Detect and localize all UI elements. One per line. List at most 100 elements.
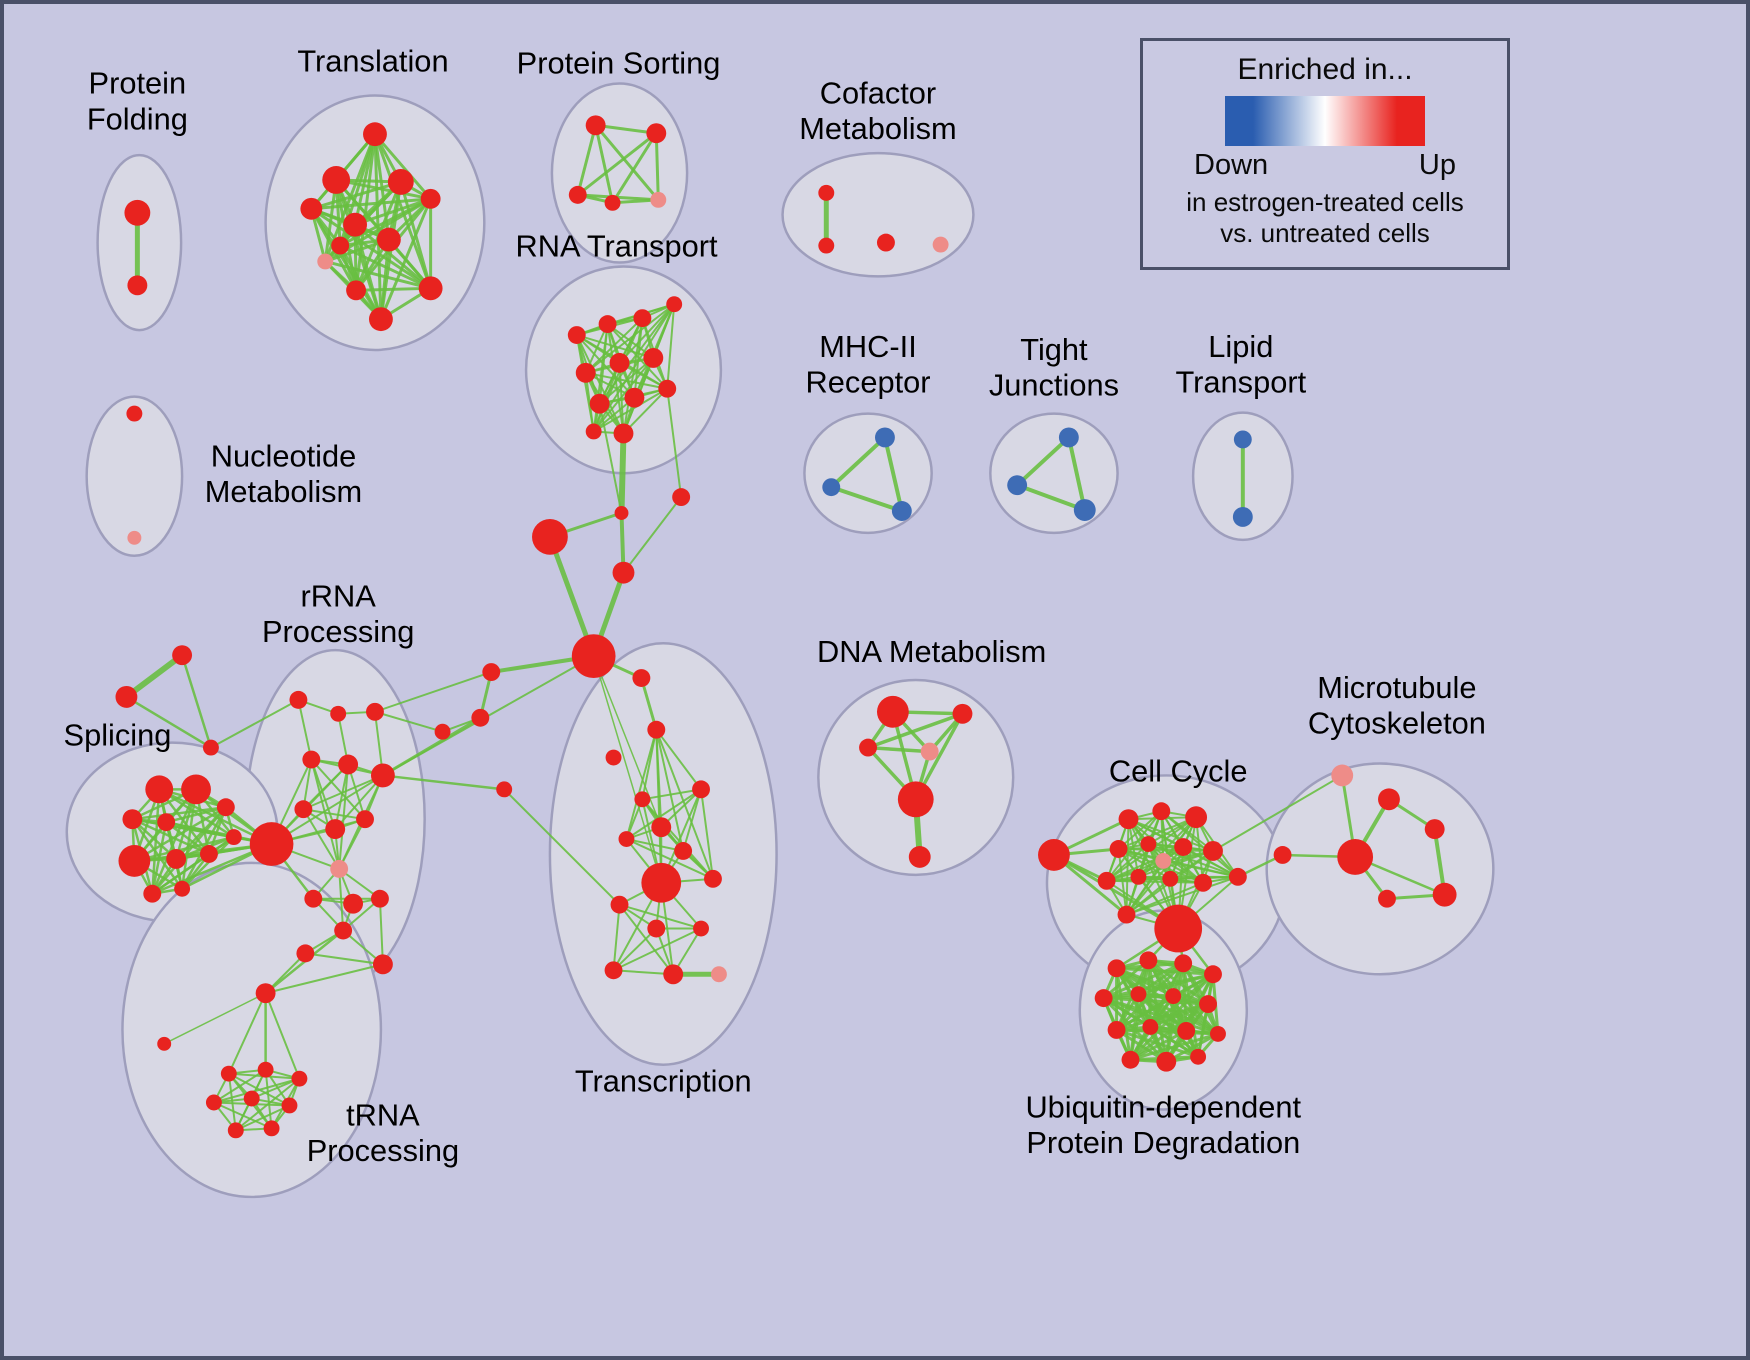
- gene-set-node-rr7[interactable]: [294, 800, 313, 819]
- gene-set-node-ub4[interactable]: [1204, 965, 1222, 984]
- gene-set-node-tp2[interactable]: [220, 1065, 237, 1082]
- gene-set-node-sl6[interactable]: [118, 845, 151, 877]
- gene-set-node-cc1[interactable]: [1038, 839, 1070, 871]
- gene-set-node-tr1[interactable]: [363, 122, 387, 147]
- gene-set-node-sl11[interactable]: [225, 829, 242, 846]
- gene-set-node-cn2[interactable]: [471, 708, 490, 727]
- gene-set-node-mc5[interactable]: [1273, 846, 1292, 864]
- gene-set-node-rr8[interactable]: [325, 819, 346, 840]
- gene-set-node-tc3[interactable]: [692, 780, 710, 799]
- gene-set-node-tj3[interactable]: [1073, 499, 1096, 521]
- gene-set-node-ub11[interactable]: [1177, 1021, 1196, 1040]
- gene-set-node-tr8[interactable]: [317, 253, 334, 270]
- gene-set-node-lt1[interactable]: [1233, 430, 1252, 449]
- gene-set-node-rr15[interactable]: [296, 944, 315, 963]
- gene-set-node-cm3[interactable]: [876, 233, 895, 252]
- gene-set-node-tc12[interactable]: [693, 920, 709, 937]
- gene-set-node-cc11[interactable]: [1130, 868, 1147, 885]
- gene-set-node-cm1[interactable]: [818, 184, 835, 201]
- gene-set-node-tc4[interactable]: [634, 791, 651, 808]
- gene-set-node-cc15[interactable]: [1154, 904, 1203, 953]
- gene-set-node-cc16[interactable]: [1117, 905, 1136, 924]
- gene-set-node-ps1[interactable]: [585, 115, 606, 136]
- gene-set-node-tr11[interactable]: [368, 307, 393, 332]
- gene-set-node-tp5[interactable]: [205, 1094, 222, 1111]
- gene-set-node-ps2[interactable]: [646, 123, 667, 144]
- gene-set-node-mc2[interactable]: [1378, 788, 1400, 811]
- gene-set-node-tc1[interactable]: [647, 720, 666, 739]
- gene-set-node-mc7[interactable]: [1432, 882, 1457, 907]
- gene-set-node-hb1[interactable]: [672, 488, 691, 507]
- gene-set-node-ub5[interactable]: [1094, 989, 1113, 1008]
- gene-set-node-sp0c[interactable]: [202, 739, 219, 756]
- gene-set-node-rt12[interactable]: [585, 423, 602, 440]
- gene-set-node-rt10[interactable]: [658, 379, 677, 398]
- gene-set-node-tp7[interactable]: [281, 1097, 298, 1114]
- gene-set-node-cc12[interactable]: [1162, 870, 1179, 887]
- gene-set-node-mc6[interactable]: [1378, 889, 1396, 908]
- gene-set-node-rt1[interactable]: [567, 326, 586, 344]
- gene-set-node-rr3[interactable]: [366, 702, 384, 721]
- gene-set-node-pf2[interactable]: [127, 275, 148, 296]
- gene-set-node-ub15[interactable]: [1190, 1048, 1207, 1065]
- gene-set-node-tc11[interactable]: [647, 919, 666, 938]
- gene-set-node-ub1[interactable]: [1107, 959, 1126, 978]
- gene-set-node-cc5[interactable]: [1109, 840, 1128, 858]
- gene-set-node-tr6[interactable]: [343, 212, 368, 237]
- gene-set-node-ub9[interactable]: [1107, 1020, 1126, 1039]
- gene-set-node-sl2[interactable]: [181, 774, 211, 805]
- gene-set-node-sl7[interactable]: [166, 849, 187, 869]
- gene-set-node-ub6[interactable]: [1130, 986, 1147, 1003]
- gene-set-node-tp1[interactable]: [157, 1036, 172, 1051]
- gene-set-node-tr9[interactable]: [346, 280, 367, 301]
- gene-set-node-tc2[interactable]: [605, 749, 622, 766]
- gene-set-node-hb5[interactable]: [571, 634, 616, 679]
- gene-set-node-tj2[interactable]: [1007, 475, 1028, 496]
- gene-set-node-cc2[interactable]: [1118, 809, 1139, 830]
- gene-set-node-tp9[interactable]: [263, 1120, 280, 1137]
- gene-set-node-rt11[interactable]: [613, 423, 634, 444]
- gene-set-node-dm4[interactable]: [859, 738, 877, 757]
- gene-set-node-nm1[interactable]: [126, 405, 143, 422]
- gene-set-node-sl1[interactable]: [145, 775, 174, 804]
- gene-set-node-mc3[interactable]: [1424, 819, 1445, 840]
- gene-set-node-ub10[interactable]: [1142, 1018, 1159, 1035]
- gene-set-node-mc1[interactable]: [1331, 764, 1354, 787]
- gene-set-node-dm1[interactable]: [876, 695, 909, 728]
- gene-set-node-rt3[interactable]: [633, 309, 652, 328]
- gene-set-node-tc14[interactable]: [663, 964, 684, 985]
- gene-set-node-rr1[interactable]: [289, 690, 308, 709]
- gene-set-node-mc4[interactable]: [1337, 839, 1374, 875]
- gene-set-node-dm6[interactable]: [908, 846, 931, 868]
- gene-set-node-tc15[interactable]: [710, 966, 727, 983]
- gene-set-node-tc7[interactable]: [674, 842, 693, 860]
- gene-set-node-tp8[interactable]: [227, 1122, 244, 1139]
- gene-set-node-cc4[interactable]: [1185, 806, 1208, 829]
- gene-set-node-nm2[interactable]: [127, 530, 142, 545]
- gene-set-node-cm2[interactable]: [818, 237, 835, 254]
- gene-set-node-rr9[interactable]: [356, 810, 374, 829]
- gene-set-node-sl4[interactable]: [157, 813, 176, 832]
- gene-set-node-rr6[interactable]: [370, 763, 395, 788]
- gene-set-node-rr13[interactable]: [370, 889, 389, 908]
- gene-set-node-mh1[interactable]: [875, 427, 895, 448]
- gene-set-node-sl8[interactable]: [199, 845, 218, 863]
- gene-set-node-tr4[interactable]: [387, 169, 414, 195]
- gene-set-node-rt5[interactable]: [575, 362, 596, 383]
- gene-set-node-tr7[interactable]: [376, 227, 401, 252]
- gene-set-node-cc10[interactable]: [1097, 871, 1116, 890]
- gene-set-node-lt2[interactable]: [1232, 507, 1253, 527]
- gene-set-node-cm4[interactable]: [932, 236, 949, 253]
- gene-set-node-cc7[interactable]: [1174, 838, 1193, 856]
- gene-set-node-tc9[interactable]: [704, 869, 722, 888]
- gene-set-node-sl10[interactable]: [174, 880, 191, 897]
- gene-set-node-rr14[interactable]: [334, 921, 353, 940]
- gene-set-node-cn1[interactable]: [482, 663, 501, 681]
- gene-set-node-hb2[interactable]: [614, 506, 629, 520]
- gene-set-node-hb3[interactable]: [532, 518, 568, 555]
- gene-set-node-rr10[interactable]: [330, 859, 349, 878]
- gene-set-node-ub2[interactable]: [1139, 951, 1158, 970]
- gene-set-node-ps3[interactable]: [568, 185, 587, 204]
- gene-set-node-cc6[interactable]: [1140, 836, 1157, 852]
- gene-set-node-sl5[interactable]: [216, 798, 235, 817]
